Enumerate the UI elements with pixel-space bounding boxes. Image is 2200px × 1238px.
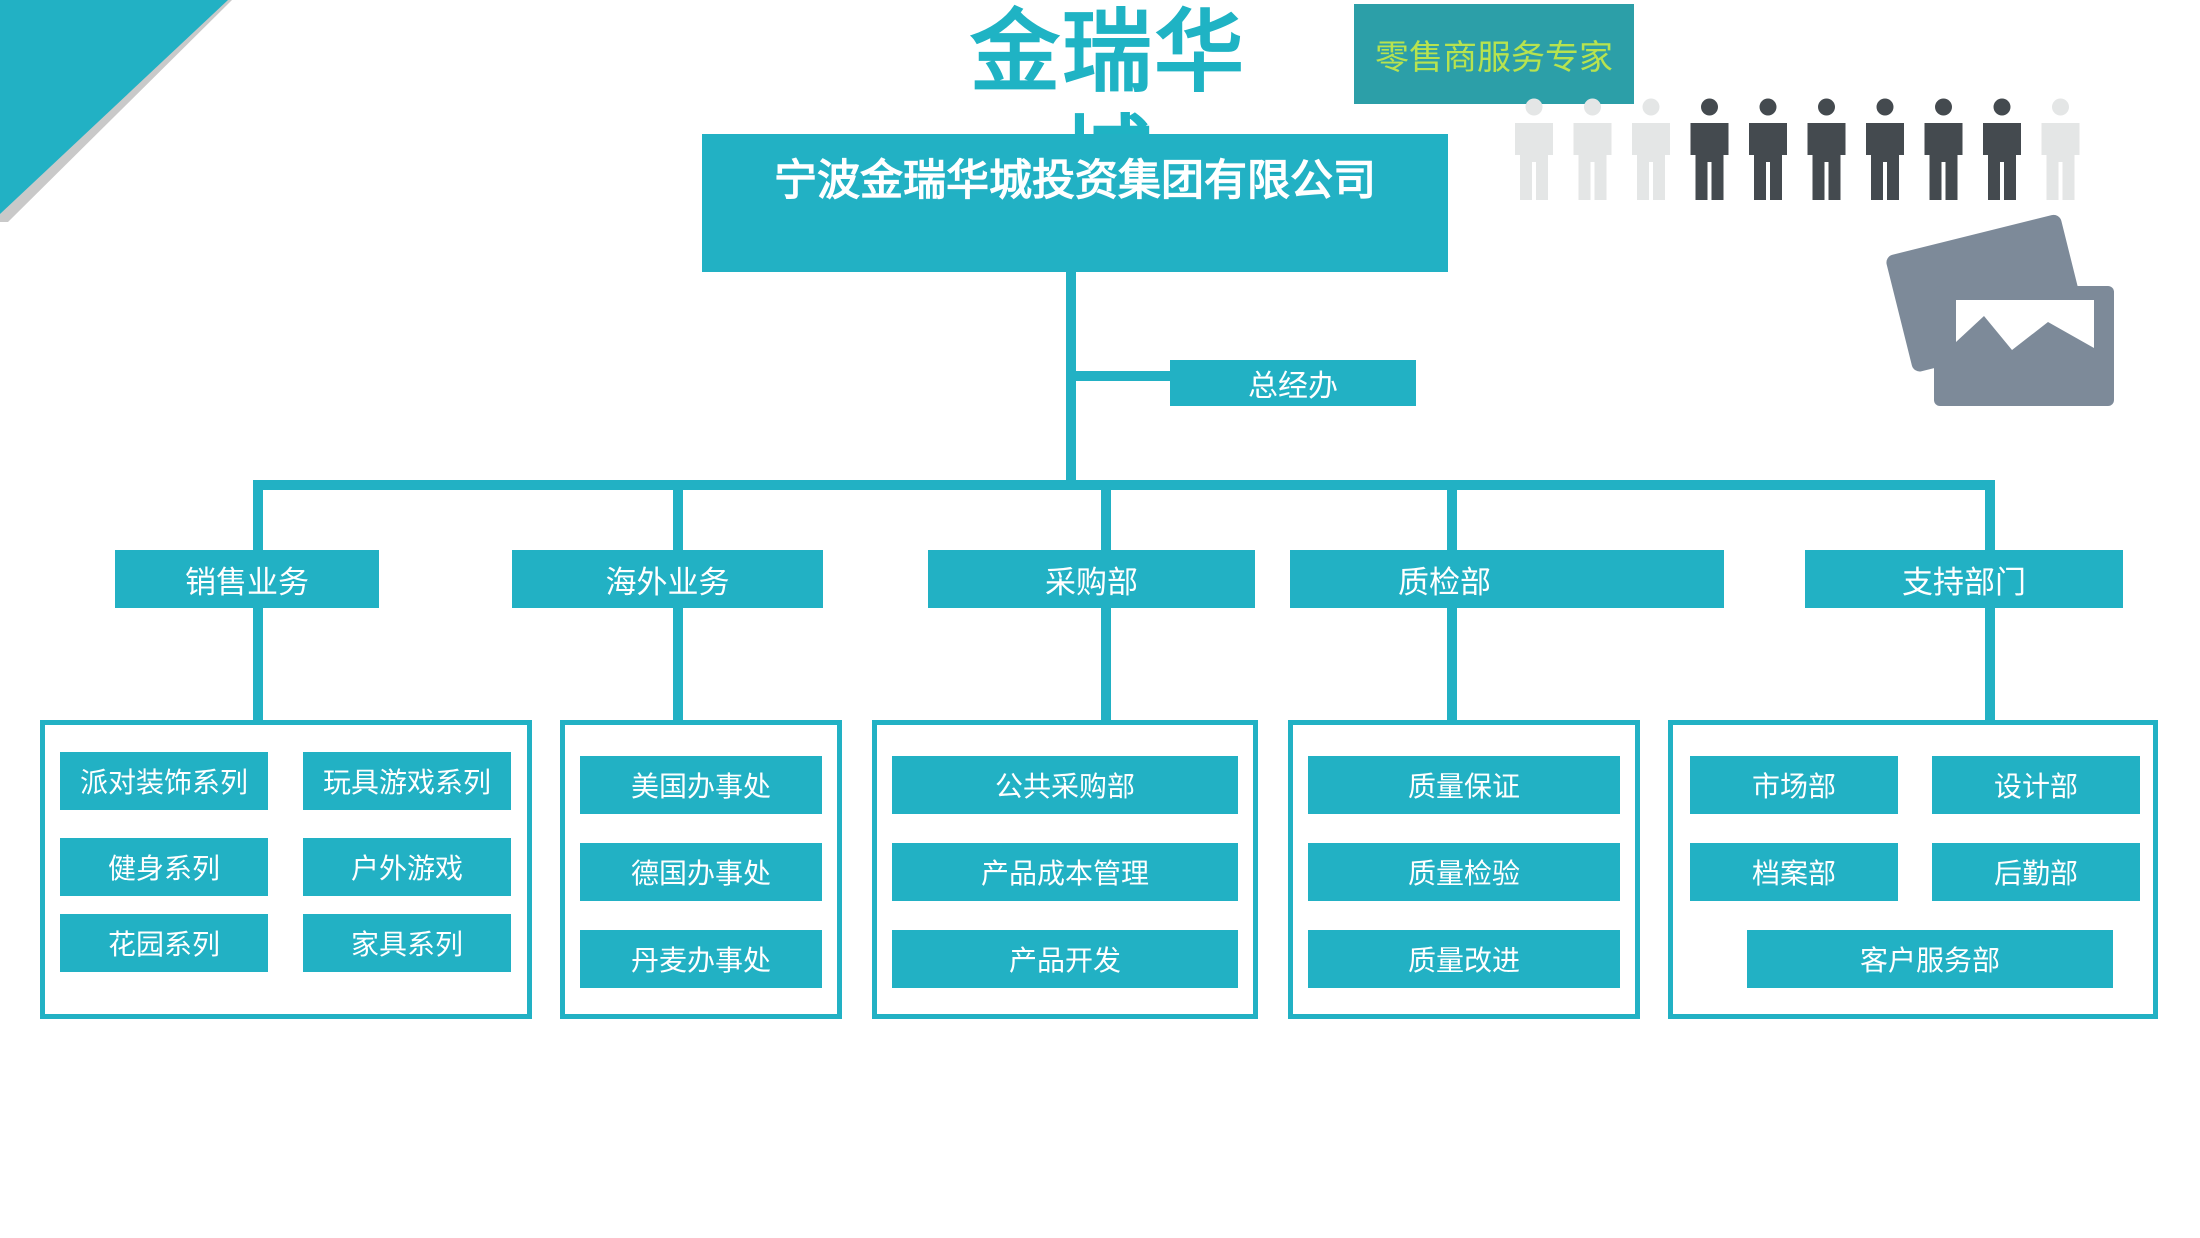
unit-drop-line (673, 608, 683, 722)
unit-box: 产品开发 (892, 930, 1238, 988)
dept-drop-line (1985, 485, 1995, 550)
trunk-line (1066, 272, 1076, 490)
person-icon (1573, 98, 1612, 200)
unit-box: 产品成本管理 (892, 843, 1238, 901)
photo-icon (1886, 214, 2114, 406)
department-box: 销售业务 (115, 550, 379, 608)
department-bus-line (253, 480, 1995, 490)
unit-box: 丹麦办事处 (580, 930, 822, 988)
dept-drop-line (673, 485, 683, 550)
person-icon (1749, 98, 1787, 200)
unit-box: 设计部 (1932, 756, 2140, 814)
unit-box: 质量改进 (1308, 930, 1620, 988)
unit-box: 户外游戏 (303, 838, 511, 896)
root-company-box: 宁波金瑞华城投资集团有限公司 (702, 134, 1448, 272)
unit-box: 派对装饰系列 (60, 752, 268, 810)
brand-title: 金瑞华城 (970, 0, 1246, 211)
unit-box: 质量检验 (1308, 843, 1620, 901)
corner-decoration (0, 0, 232, 222)
unit-drop-line (1101, 608, 1111, 722)
person-icon (1866, 98, 1904, 200)
unit-drop-line (1447, 608, 1457, 722)
department-box: 支持部门 (1805, 550, 2123, 608)
unit-drop-line (1985, 608, 1995, 722)
unit-box: 市场部 (1690, 756, 1898, 814)
unit-box: 公共采购部 (892, 756, 1238, 814)
office-box: 总经办 (1170, 360, 1416, 406)
person-icon (2041, 98, 2080, 200)
department-box: 采购部 (928, 550, 1255, 608)
unit-box: 德国办事处 (580, 843, 822, 901)
person-icon (1515, 98, 1553, 200)
department-box: 质检部 (1290, 550, 1724, 608)
department-box: 海外业务 (512, 550, 823, 608)
dept-drop-line (1447, 485, 1457, 550)
dept-drop-line (1101, 485, 1111, 550)
unit-box: 玩具游戏系列 (303, 752, 511, 810)
people-icons (1515, 98, 2080, 200)
dept-drop-line (253, 485, 263, 550)
person-icon (1690, 98, 1729, 200)
person-icon (1983, 98, 2021, 200)
person-icon (1807, 98, 1846, 200)
unit-box: 质量保证 (1308, 756, 1620, 814)
unit-box: 家具系列 (303, 914, 511, 972)
tagline-badge: 零售商服务专家 (1354, 4, 1634, 104)
unit-box: 档案部 (1690, 843, 1898, 901)
unit-box: 健身系列 (60, 838, 268, 896)
unit-box: 后勤部 (1932, 843, 2140, 901)
unit-box: 花园系列 (60, 914, 268, 972)
person-icon (1632, 98, 1670, 200)
person-icon (1924, 98, 1963, 200)
office-connector (1071, 371, 1170, 381)
unit-box: 美国办事处 (580, 756, 822, 814)
unit-box: 客户服务部 (1747, 930, 2113, 988)
unit-drop-line (253, 608, 263, 722)
